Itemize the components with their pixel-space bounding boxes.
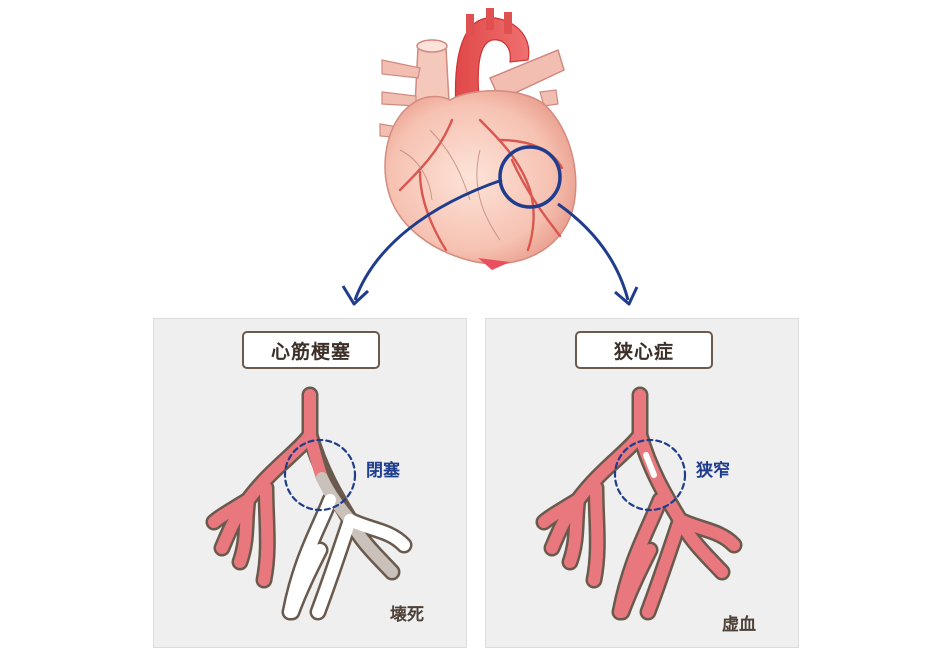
- infarction-title: 心筋梗塞: [242, 331, 380, 369]
- angina-title: 狭心症: [575, 331, 713, 369]
- necrosis-label: 壊死: [390, 605, 424, 625]
- occluded-vessel: [205, 386, 413, 621]
- angina-panel: [485, 318, 799, 648]
- stenosis-label: 狭窄: [696, 461, 730, 481]
- stenosis-circle: [613, 438, 687, 512]
- highlight-circle: [498, 145, 562, 209]
- ischemia-label: 虚血: [722, 615, 756, 635]
- occlusion-circle: [283, 438, 357, 512]
- arrow-to-left: [353, 178, 503, 301]
- occlusion-label: 閉塞: [366, 461, 400, 481]
- infarction-panel: [153, 318, 467, 648]
- arrow-to-right: [557, 202, 630, 301]
- stenosed-vessel: [535, 386, 743, 621]
